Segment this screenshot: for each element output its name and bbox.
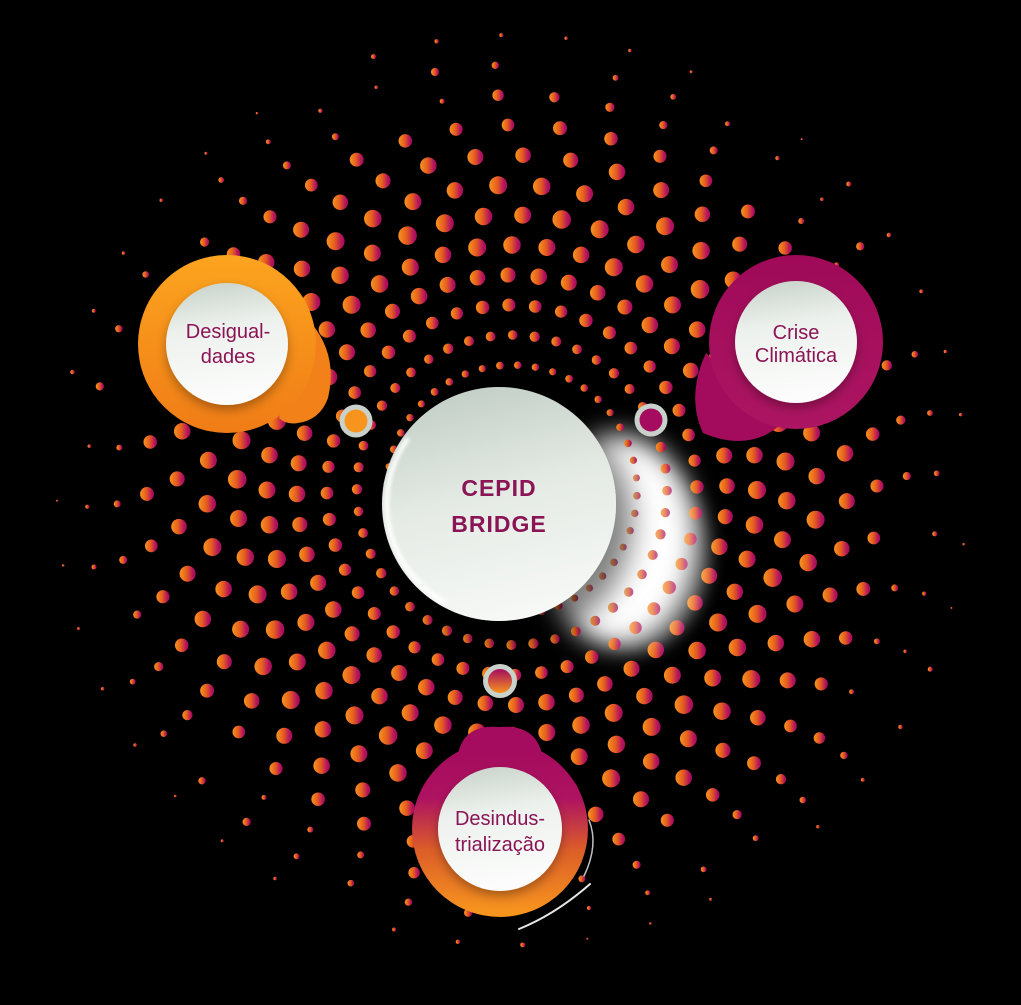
bubble-desindustrializacao [412,726,588,917]
bubble-crise-climatica [695,255,883,442]
bubble-center [382,387,616,621]
inner-circle [438,767,562,891]
center-circle-highlight [384,437,446,604]
connector-dot-duo [483,664,517,698]
inner-circle [166,283,288,405]
connector-fill [639,408,663,432]
streak-line [518,883,591,930]
connector-dot-orange [339,404,373,438]
center-circle [382,387,616,621]
bubble-desigualdades [138,255,331,433]
connector-fill [344,409,368,433]
connector-fill [488,669,512,693]
connector-dot-magenta [634,403,668,437]
inner-circle [735,281,857,403]
streak-line [583,819,594,877]
